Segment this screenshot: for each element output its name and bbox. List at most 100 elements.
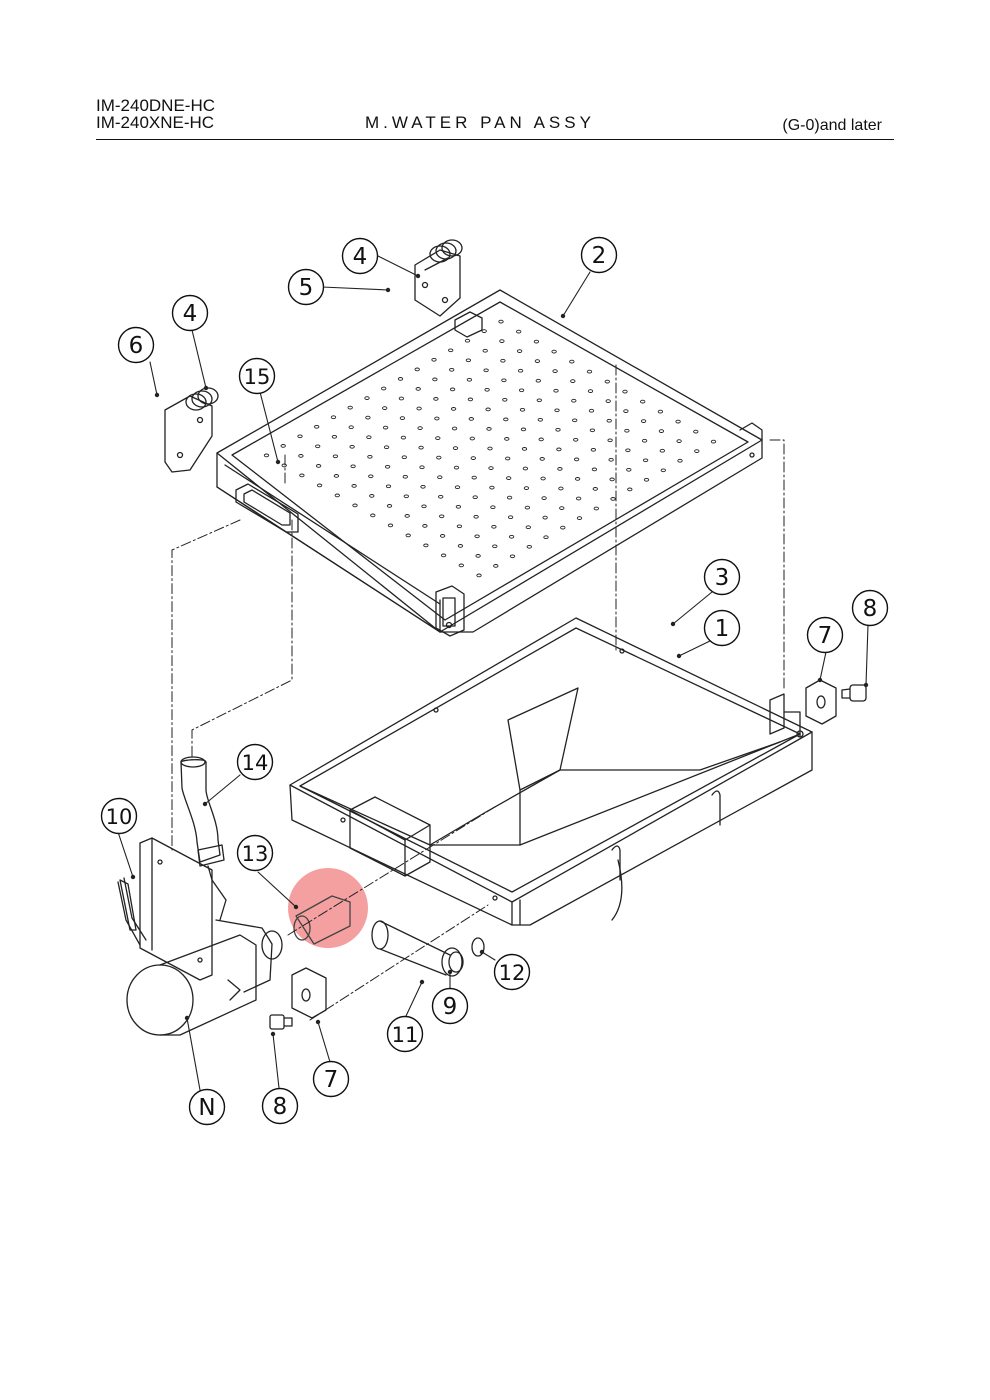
tray-hole <box>542 515 548 520</box>
callout-label: 8 <box>863 596 878 622</box>
callout-circle <box>312 1060 350 1098</box>
tray-hole <box>400 435 407 440</box>
tray-hole <box>466 377 473 382</box>
assembly-guide-lines <box>171 364 785 1021</box>
tray-hole <box>552 369 558 373</box>
tray-hole <box>606 418 612 423</box>
tray-hole <box>437 475 443 480</box>
tray-hole <box>475 554 481 558</box>
drain-pipe <box>371 920 464 977</box>
tray-hole <box>421 504 427 509</box>
tray-hole <box>281 463 287 468</box>
tray-hole <box>657 409 664 414</box>
tray-hole <box>387 523 394 528</box>
water-pan <box>289 617 813 926</box>
callout-c5: 5 <box>287 268 325 306</box>
callout-label: N <box>198 1095 215 1121</box>
callout-circle <box>100 797 138 835</box>
callout-c15: 15 <box>238 357 276 395</box>
tray-hole <box>624 428 630 433</box>
tray-hole <box>352 503 358 508</box>
tray-hole <box>641 438 648 443</box>
tray-hole <box>467 397 474 402</box>
callout-circle <box>238 357 276 395</box>
callout-circle <box>806 616 844 654</box>
tray-hole <box>537 417 543 422</box>
tray-hole <box>280 444 286 448</box>
tray-hole <box>451 426 458 431</box>
tray-hole <box>382 406 388 410</box>
tray-hole <box>482 348 488 353</box>
callout-c4b: 4 <box>171 294 209 332</box>
callout-c2: 2 <box>580 236 618 274</box>
tray-hole <box>590 447 597 452</box>
tray-hole <box>642 458 649 463</box>
tray-hole <box>434 416 440 421</box>
callout-cN: N <box>188 1088 226 1126</box>
tray-hole <box>476 573 482 578</box>
tray-hole <box>507 515 514 520</box>
tray-hole <box>332 454 339 459</box>
callout-c6: 6 <box>117 326 155 364</box>
callout-c8a: 8 <box>851 589 889 627</box>
water-plate-tray <box>216 289 763 637</box>
tray-hole <box>520 427 527 432</box>
model-number-1: IM-240DNE-HC <box>96 96 216 115</box>
tray-hole <box>474 534 480 539</box>
tray-hole <box>449 367 455 372</box>
tray-hole <box>418 445 424 450</box>
tray-hole <box>586 369 593 374</box>
tray-hole <box>517 368 524 373</box>
callout-c7a: 7 <box>806 616 844 654</box>
tray-hole <box>710 439 717 444</box>
hinge-bracket-left <box>164 387 219 473</box>
tray-hole <box>576 516 583 520</box>
tray-hole <box>574 477 581 481</box>
tray-hole <box>605 399 611 403</box>
tray-hole <box>533 339 540 344</box>
tray-hole <box>435 436 441 440</box>
tray-hole <box>458 563 464 568</box>
o-ring <box>471 937 485 957</box>
tray-hole <box>558 486 564 491</box>
pump-bracket <box>119 837 213 981</box>
callout-c11: 11 <box>386 1015 424 1053</box>
tray-hole <box>504 437 510 441</box>
tray-hole <box>347 405 353 410</box>
tray-hole <box>439 514 445 519</box>
tray-hole <box>538 437 544 442</box>
tray-hole <box>368 474 374 479</box>
tray-hole <box>423 543 429 548</box>
callout-circle <box>386 1015 424 1053</box>
tray-hole <box>588 408 595 413</box>
tray-hole <box>453 465 460 470</box>
tray-hole <box>506 495 513 500</box>
tray-hole <box>448 348 454 353</box>
pump-tube <box>180 756 227 921</box>
tray-hole <box>298 454 304 458</box>
tray-hole <box>465 358 472 363</box>
tray-hole <box>297 434 303 439</box>
callout-circle <box>287 268 325 306</box>
tray-hole <box>382 425 389 430</box>
callout-label: 1 <box>715 616 730 642</box>
tray-hole <box>589 428 596 433</box>
tray-hole <box>593 506 599 511</box>
callout-circle <box>493 953 531 991</box>
tray-hole <box>450 407 457 411</box>
tray-hole <box>502 397 508 402</box>
callout-c7b: 7 <box>312 1060 350 1098</box>
tray-hole <box>366 435 372 440</box>
tray-hole <box>573 437 579 442</box>
tray-hole <box>455 504 462 509</box>
tray-hole <box>439 534 446 538</box>
tray-hole <box>677 458 683 463</box>
tray-hole <box>468 417 474 421</box>
callout-label: 12 <box>499 961 526 985</box>
tray-hole <box>516 349 523 353</box>
tray-hole <box>498 319 504 324</box>
tray-hole <box>383 445 390 450</box>
tray-hole <box>557 467 563 471</box>
callout-label: 5 <box>299 275 314 301</box>
